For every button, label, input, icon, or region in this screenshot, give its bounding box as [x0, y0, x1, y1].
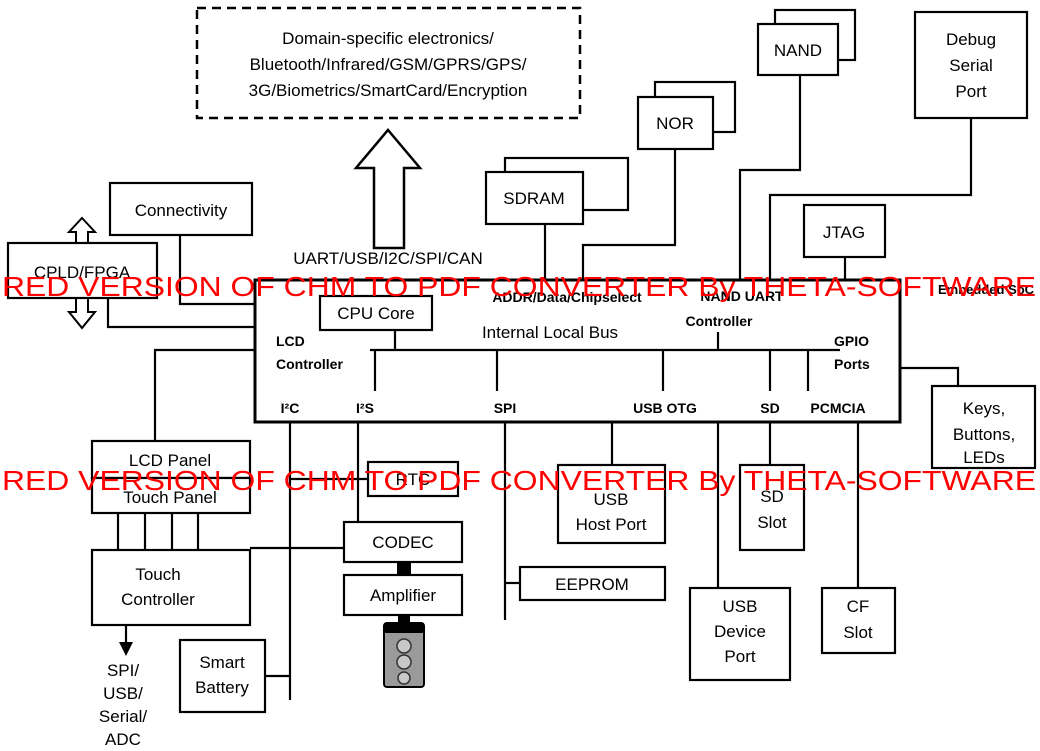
jtag-label: JTAG — [823, 223, 865, 242]
cpld-line — [106, 298, 255, 329]
sdram-box — [484, 170, 585, 226]
usb-host-line-2: Host Port — [576, 515, 647, 534]
usb-device-port-box — [688, 586, 792, 682]
gpio-line — [900, 366, 960, 386]
debug-serial-line — [768, 118, 973, 280]
lcd-panel-label: LCD Panel — [129, 451, 211, 470]
touch-controller-line-2: Controller — [121, 590, 195, 609]
nor-line — [581, 149, 677, 280]
nand-box — [756, 22, 840, 77]
debug-line-1: Debug — [946, 30, 996, 49]
keys-line-1: Keys, — [963, 399, 1006, 418]
down-arrow-icon — [119, 642, 133, 656]
cpu-core-label: CPU Core — [337, 304, 414, 323]
keys-buttons-leds-box — [930, 384, 1037, 470]
debug-serial-port-box — [913, 10, 1029, 120]
amplifier-box — [342, 573, 464, 617]
usb-device-line-2: Device — [714, 622, 766, 641]
codec-amplifier-connector — [397, 562, 411, 575]
soc-title: Embedded SoC — [938, 282, 1035, 297]
port-pcmcia: PCMCIA — [810, 400, 865, 416]
debug-line-2: Serial — [949, 56, 992, 75]
connectivity-box — [108, 181, 254, 237]
rtc-box — [366, 460, 460, 498]
codec-label: CODEC — [372, 533, 433, 552]
cpu-core-box — [318, 294, 434, 332]
codec-box — [342, 520, 464, 564]
touch-panel-label: Touch Panel — [123, 488, 217, 507]
usb-host-line-1: USB — [594, 490, 629, 509]
nor-box — [636, 95, 715, 151]
lcd-controller-line-2: Controller — [276, 356, 343, 372]
jtag-box — [802, 203, 887, 259]
gpio-ports-line-1: GPIO — [834, 333, 869, 349]
cpld-fpga-box — [6, 241, 159, 300]
nor-label: NOR — [656, 114, 694, 133]
domain-line-3: 3G/Biometrics/SmartCard/Encryption — [249, 81, 528, 100]
touch-output-3: Serial/ — [99, 707, 147, 726]
usb-device-line-1: USB — [723, 597, 758, 616]
touch-controller-box — [90, 548, 252, 627]
port-usb-otg: USB OTG — [633, 400, 697, 416]
keys-line-2: Buttons, — [953, 425, 1015, 444]
sd-slot-box — [738, 463, 806, 552]
nand-label: NAND — [774, 41, 822, 60]
cf-slot-box — [820, 586, 897, 655]
watermark-top: RED VERSION OF CHM TO PDF CONVERTER By T… — [2, 271, 1036, 302]
lcd-controller-line — [153, 348, 255, 441]
amplifier-label: Amplifier — [370, 586, 436, 605]
bus-label: UART/USB/I2C/SPI/CAN — [293, 249, 483, 268]
eeprom-label: EEPROM — [555, 575, 629, 594]
smart-battery-line-1: Smart — [199, 653, 245, 672]
port-i2c: I²C — [281, 400, 300, 416]
domain-specific-box — [195, 6, 582, 120]
sd-slot-line-1: SD — [760, 487, 784, 506]
cpld-fpga-label: CPLD/FPGA — [34, 263, 131, 282]
nand-uart-controller-label: Controller — [686, 313, 753, 329]
watermark-bottom: RED VERSION OF CHM TO PDF CONVERTER By T… — [2, 465, 1036, 496]
speaker-icon — [383, 615, 425, 688]
touch-panel-box — [90, 476, 252, 515]
smart-battery-line-2: Battery — [195, 678, 249, 697]
up-arrow-icon — [353, 128, 423, 250]
sd-slot-line-2: Slot — [757, 513, 787, 532]
nand-uart-label: NAND UART — [700, 288, 784, 304]
smart-battery-box — [178, 638, 267, 714]
rtc-label: RTC — [396, 470, 431, 489]
port-i2s: I²S — [356, 400, 374, 416]
nand-line — [738, 75, 802, 280]
connectivity-label: Connectivity — [135, 201, 228, 220]
connector-lines — [106, 75, 973, 700]
debug-line-3: Port — [955, 82, 986, 101]
domain-line-1: Domain-specific electronics/ — [282, 29, 494, 48]
sdram-label: SDRAM — [503, 189, 564, 208]
usb-device-line-3: Port — [724, 647, 755, 666]
eeprom-box — [518, 565, 667, 602]
gpio-ports-line-2: Ports — [834, 356, 870, 372]
touch-output-1: SPI/ — [107, 661, 139, 680]
cf-slot-line-2: Slot — [843, 623, 873, 642]
port-sd: SD — [760, 400, 779, 416]
internal-local-bus-label: Internal Local Bus — [482, 323, 618, 342]
connectivity-line — [178, 235, 255, 306]
usb-host-port-box — [556, 463, 667, 545]
addr-data-chipselect-label: ADDR/Data/Chipselect — [492, 289, 642, 305]
touch-output-4: ADC — [105, 730, 141, 749]
keys-line-3: LEDs — [963, 448, 1005, 467]
embedded-soc: CPU Core ADDR/Data/Chipselect NAND UART … — [253, 278, 902, 424]
domain-line-2: Bluetooth/Infrared/GSM/GPRS/GPS/ — [250, 55, 527, 74]
touch-controller-line-1: Touch — [135, 565, 180, 584]
lcd-controller-line-1: LCD — [276, 333, 305, 349]
port-spi: SPI — [494, 400, 517, 416]
cf-slot-line-1: CF — [847, 597, 870, 616]
touch-output-2: USB/ — [103, 684, 143, 703]
